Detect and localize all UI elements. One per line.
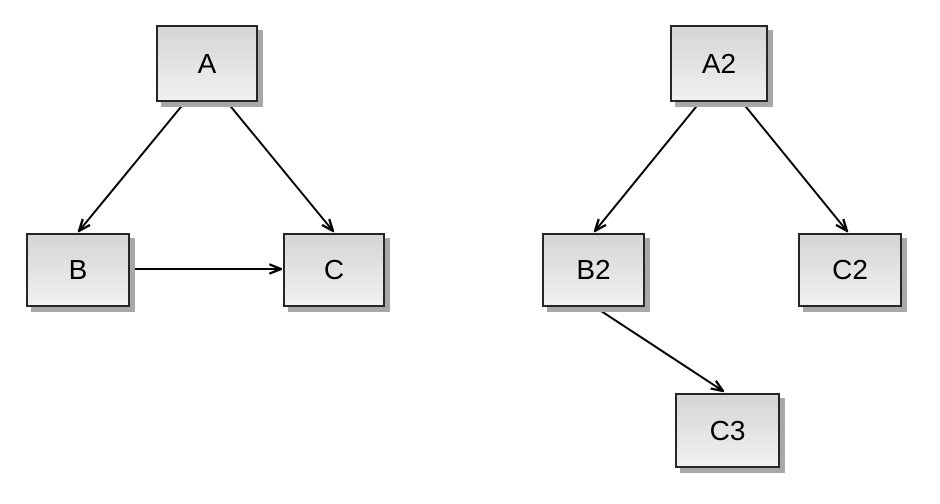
node-A-label: A [197, 47, 217, 79]
edge-A2-to-B2 [595, 101, 701, 231]
node-A2[interactable]: A2 [670, 25, 768, 102]
node-B2-label: B2 [576, 254, 611, 285]
node-B[interactable]: B [26, 233, 130, 307]
edge-A-to-C [226, 101, 333, 231]
node-C[interactable]: C [283, 233, 385, 307]
edge-B2-to-C3 [594, 306, 723, 391]
node-C3-label: C3 [709, 414, 746, 446]
node-C-label: C [323, 254, 345, 285]
edge-A2-to-C2 [741, 101, 847, 231]
node-C2[interactable]: C2 [798, 233, 902, 307]
node-A2-label: A2 [701, 47, 737, 79]
node-C3[interactable]: C3 [675, 393, 780, 468]
node-B-label: B [68, 254, 88, 285]
node-A[interactable]: A [156, 25, 258, 102]
edge-A-to-B [79, 101, 186, 231]
node-B2[interactable]: B2 [542, 233, 645, 307]
node-C2-label: C2 [832, 254, 868, 285]
